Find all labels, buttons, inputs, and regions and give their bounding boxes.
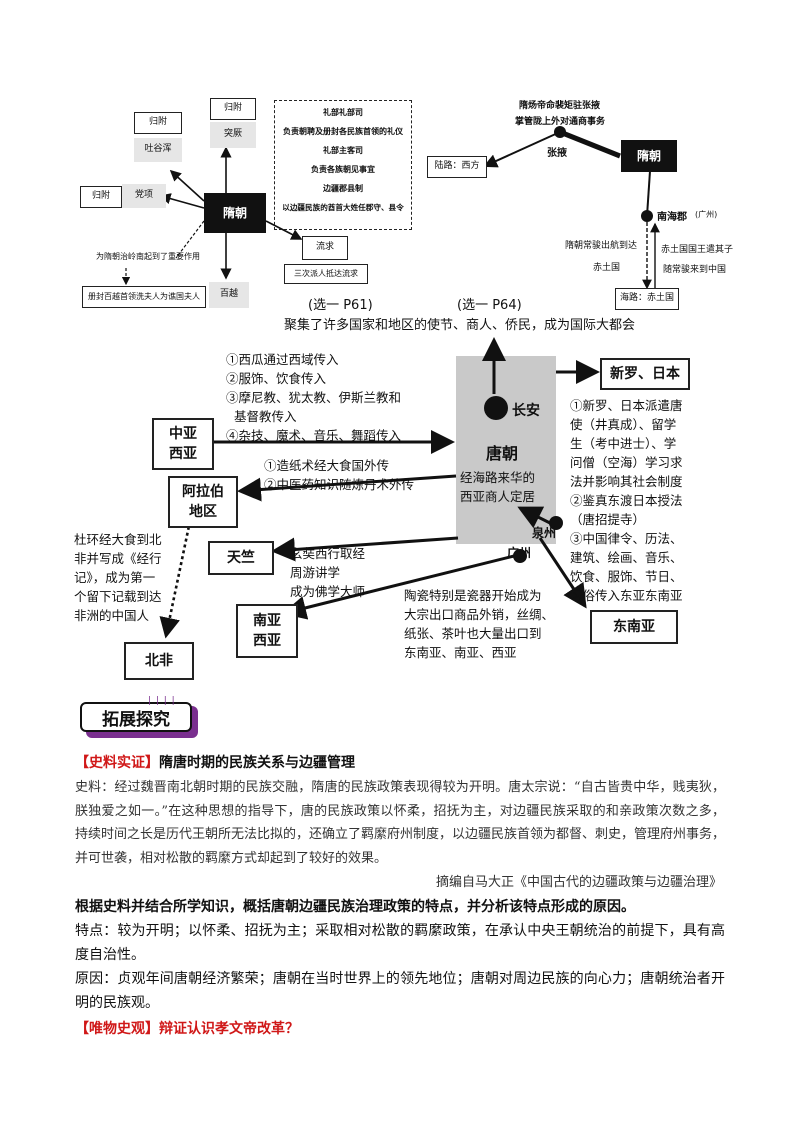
tang-west-in: ①西瓜通过西域传入 ②服饰、饮食传入 ③摩尼教、犹太教、伊斯兰教和 基督教传入 …	[226, 352, 402, 443]
node-sui: 隋朝	[204, 193, 266, 233]
tang-guangzhou: 广州	[507, 546, 532, 560]
rm-title-2: 掌管陇上外对通商事务	[515, 117, 606, 127]
box-dongnanya: 东南亚	[590, 610, 678, 644]
q1-tag: 【史料实证】	[75, 755, 159, 771]
tang-changan: 长安	[512, 403, 540, 419]
left-map-source: (选一 P61)	[308, 298, 373, 313]
right-map-routes	[483, 126, 660, 290]
section-banner: 拓展探究 | | | |	[76, 696, 200, 740]
q1-question: 根据史料并结合所学知识，概括唐朝边疆民族治理政策的特点，并分析该特点形成的原因。	[75, 899, 635, 915]
tang-ceramics: 陶瓷特别是瓷器开始成为 大宗出口商品外销，丝绸、 纸张、茶叶也大量出口到 东南亚…	[404, 588, 555, 660]
tang-arrows	[159, 337, 600, 639]
node-baiyue: 百越	[209, 282, 249, 308]
note-south: 为隋朝治岭南起到了重要作用	[96, 252, 200, 261]
tang-japan-text: ①新罗、日本派遣唐 使（井真成）、留学 生（考中进士）、学 问僧（空海）学习求 …	[570, 398, 683, 603]
node-guifu-2: 归附	[210, 98, 256, 120]
banner-face: 拓展探究	[80, 702, 192, 732]
box-arab: 阿拉伯 地区	[168, 476, 238, 528]
node-tujue: 突厥	[210, 122, 256, 148]
banner-ticks: | | | |	[148, 696, 176, 706]
rm-west-route: 陆路：西方	[427, 156, 487, 178]
q1-material: 史料：经过魏晋南北朝时期的民族交融，隋唐的民族政策表现得较为开明。唐太宗说：“自…	[75, 780, 726, 866]
tang-top-caption: 聚集了许多国家和地区的使节、商人、侨民，成为国际大都会	[284, 318, 636, 333]
q2-heading: 【唯物史观】辩证认识孝文帝改革？	[75, 1018, 299, 1038]
dept-line-2: 负责朝聘及册封各民族首领的礼仪	[283, 127, 403, 136]
dept-line-4: 负责各族朝见事宜	[311, 165, 375, 174]
rm-chitu-left-1: 隋朝常骏出航到达	[565, 241, 638, 251]
box-beifei: 北非	[124, 642, 194, 680]
rm-nanhai-note: (广州)	[695, 210, 718, 219]
left-map-arrows	[121, 146, 303, 286]
node-guifu-3: 归附	[80, 186, 122, 208]
dept-line-6: 以边疆民族的酋首大姓任郡守、县令	[282, 203, 404, 212]
rm-nanhai: 南海郡	[657, 212, 687, 223]
node-tuyuhun: 吐谷浑	[134, 138, 182, 162]
node-liuqiu: 流求	[302, 236, 348, 260]
rm-chitu-left-2: 赤土国	[593, 263, 621, 273]
q1-answer-2: 原因：贞观年间唐朝经济繁荣；唐朝在当时世界上的领先地位；唐朝对周边民族的向心力；…	[75, 971, 725, 1011]
tang-xuanzang: 玄奘西行取经 周游讲学 成为佛学大师	[290, 546, 366, 599]
right-map: 隋炀帝命裴矩驻张掖 掌管陇上外对通商事务 张掖 隋朝 陆路：西方 南海郡 (广州…	[425, 96, 733, 314]
node-baiyue-note: 册封百越首领洗夫人为谯国夫人	[82, 286, 206, 308]
dept-line-5: 边疆郡县制	[323, 184, 363, 193]
rm-sea-route: 海路：赤土国	[615, 288, 679, 310]
tang-tang: 唐朝	[486, 444, 519, 463]
rm-sui: 隋朝	[621, 140, 677, 172]
node-dangxiang: 党项	[122, 184, 166, 208]
q1-title: 隋唐时期的民族关系与边疆管理	[159, 755, 355, 771]
q1-answer-1: 特点：较为开明；以怀柔、招抚为主；采取相对松散的羁縻政策，在承认中央王朝统治的前…	[75, 923, 725, 963]
tang-map: 聚集了许多国家和地区的使节、商人、侨民，成为国际大都会 ①西瓜通过西域传入 ②服…	[0, 316, 800, 696]
tang-duhuan: 杜环经大食到北 非并写成《经行 记》，成为第一 个留下记载到达 非洲的中国人	[74, 532, 162, 623]
left-map: 归附 吐谷浑 归附 突厥 归附 党项 隋朝 流求 三次派人抵达流求 百越 册封百…	[76, 96, 414, 314]
node-liuqiu-note: 三次派人抵达流求	[284, 264, 368, 284]
tang-west-out: ①造纸术经大食国外传 ②中医药知识随炼丹术外传	[264, 458, 415, 492]
dept-box: 礼部礼部司 负责朝聘及册封各民族首领的礼仪 礼部主客司 负责各族朝见事宜 边疆郡…	[274, 100, 412, 230]
q2-tag: 【唯物史观】	[75, 1021, 159, 1037]
node-guifu-1: 归附	[134, 112, 182, 134]
box-nanya: 南亚 西亚	[236, 604, 298, 658]
box-xinluo: 新罗、日本	[600, 358, 690, 390]
rm-chitu-right-2: 随常骏来到中国	[663, 265, 727, 275]
rm-title-1: 隋炀帝命裴矩驻张掖	[519, 101, 601, 111]
q1-heading: 【史料实证】隋唐时期的民族关系与边疆管理	[75, 752, 355, 772]
q1-source: 摘编自马大正《中国古代的边疆政策与边疆治理》	[435, 875, 722, 890]
tang-note: 经海路来华的 西亚商人定居	[460, 470, 536, 504]
box-zhongya: 中亚 西亚	[152, 418, 214, 470]
rm-chitu-right-1: 赤土国国王遣其子	[661, 245, 734, 255]
box-tianzhu: 天竺	[208, 541, 274, 575]
q2-title: 辩证认识孝文帝改革？	[159, 1021, 299, 1037]
rm-source: (选一 P64)	[457, 298, 522, 313]
rm-zhangye: 张掖	[547, 148, 567, 159]
tang-quanzhou: 泉州	[532, 526, 557, 540]
banner-text: 拓展探究	[102, 709, 170, 730]
dept-line-3: 礼部主客司	[323, 146, 363, 155]
dept-line-1: 礼部礼部司	[323, 108, 363, 117]
